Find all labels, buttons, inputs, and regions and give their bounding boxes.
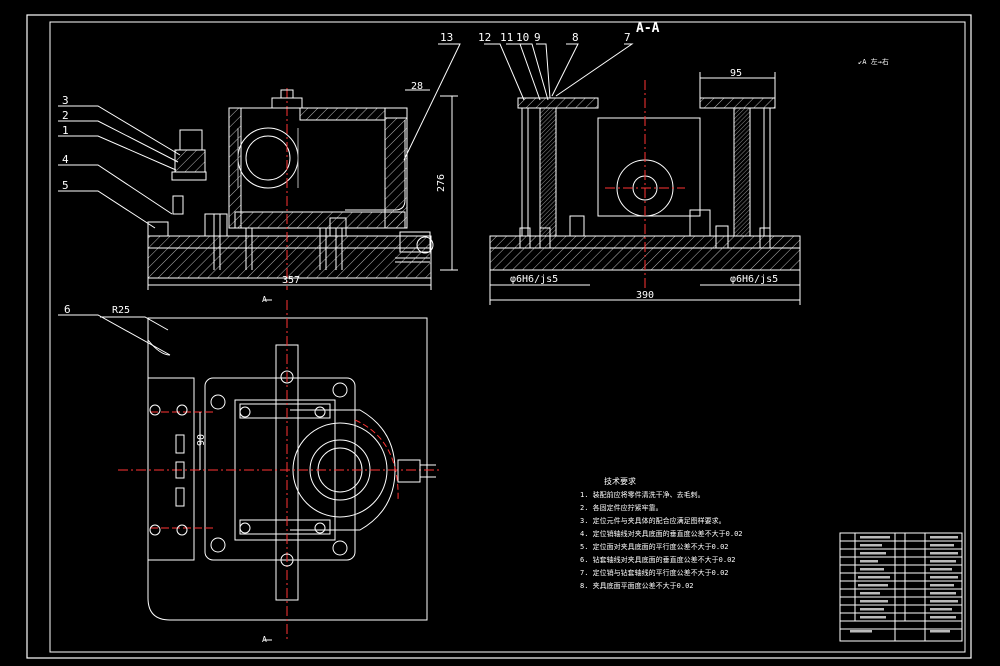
part-label-6: 6: [64, 303, 71, 316]
section-title: A-A: [636, 21, 660, 36]
front-leaders: [58, 43, 461, 229]
tech-item: 1. 装配前应将零件清洗干净、去毛刺。: [580, 490, 705, 499]
part-label-9: 9: [534, 31, 541, 44]
part-label-1: 1: [62, 124, 69, 137]
part-label-8: 8: [572, 31, 579, 44]
tech-item: 5. 定位面对夹具底面的平行度公差不大于0.02: [580, 542, 729, 551]
dim-front-height: 276: [436, 174, 447, 192]
tech-item: 8. 夹具底面平面度公差不大于0.02: [580, 581, 694, 590]
dim-radius: R25: [112, 305, 130, 316]
part-label-10: 10: [516, 31, 529, 44]
part-label-12: 12: [478, 31, 491, 44]
part-number-labels: 3 2 1 4 5 6 13 12 11 10 9 8 7: [62, 31, 631, 316]
part-label-4: 4: [62, 153, 69, 166]
dim-plan-offset: 90: [196, 434, 207, 446]
section-mark-bottom: A: [262, 635, 267, 644]
tech-item: 2. 各固定件应拧紧牢靠。: [580, 503, 663, 512]
section-mark-top: A: [262, 295, 267, 304]
front-view: [147, 88, 458, 290]
plan-leaders: [58, 314, 171, 356]
tech-item: 3. 定位元件与夹具体的配合应满足图样要求。: [580, 516, 726, 525]
part-label-3: 3: [62, 94, 69, 107]
section-view: [489, 72, 801, 305]
dim-front-top: 28: [411, 81, 423, 92]
dim-fit-right: φ6H6/js5: [730, 274, 778, 285]
part-label-2: 2: [62, 109, 69, 122]
dim-front-width: 357: [282, 275, 300, 286]
part-label-7: 7: [624, 31, 631, 44]
tech-item: 6. 钻套轴线对夹具底面的垂直度公差不大于0.02: [580, 555, 736, 564]
section-leaders: [484, 43, 634, 101]
tech-item: 7. 定位销与钻套轴线的平行度公差不大于0.02: [580, 568, 729, 577]
inner-frame: [49, 21, 966, 653]
dimension-labels: 357 276 28 390 95 φ6H6/js5 φ6H6/js5 R25 …: [112, 68, 778, 446]
tech-title: 技术要求: [604, 476, 636, 486]
part-label-13: 13: [440, 31, 453, 44]
dim-section-width: 390: [636, 290, 654, 301]
title-block: [839, 532, 963, 642]
section-marks: A A: [262, 295, 267, 644]
tech-requirements: 技术要求 1. 装配前应将零件清洗干净、去毛刺。 2. 各固定件应拧紧牢靠。 3…: [580, 476, 743, 590]
title-block-fill: [850, 536, 958, 633]
plan-view: [118, 299, 440, 641]
part-label-5: 5: [62, 179, 69, 192]
tech-item: 4. 定位销轴线对夹具底面的垂直度公差不大于0.02: [580, 529, 743, 538]
dim-section-top: 95: [730, 68, 742, 79]
dim-fit-left: φ6H6/js5: [510, 274, 558, 285]
top-note: ↙A 左→右: [858, 57, 889, 66]
part-label-11: 11: [500, 31, 513, 44]
outer-frame: [26, 14, 972, 659]
